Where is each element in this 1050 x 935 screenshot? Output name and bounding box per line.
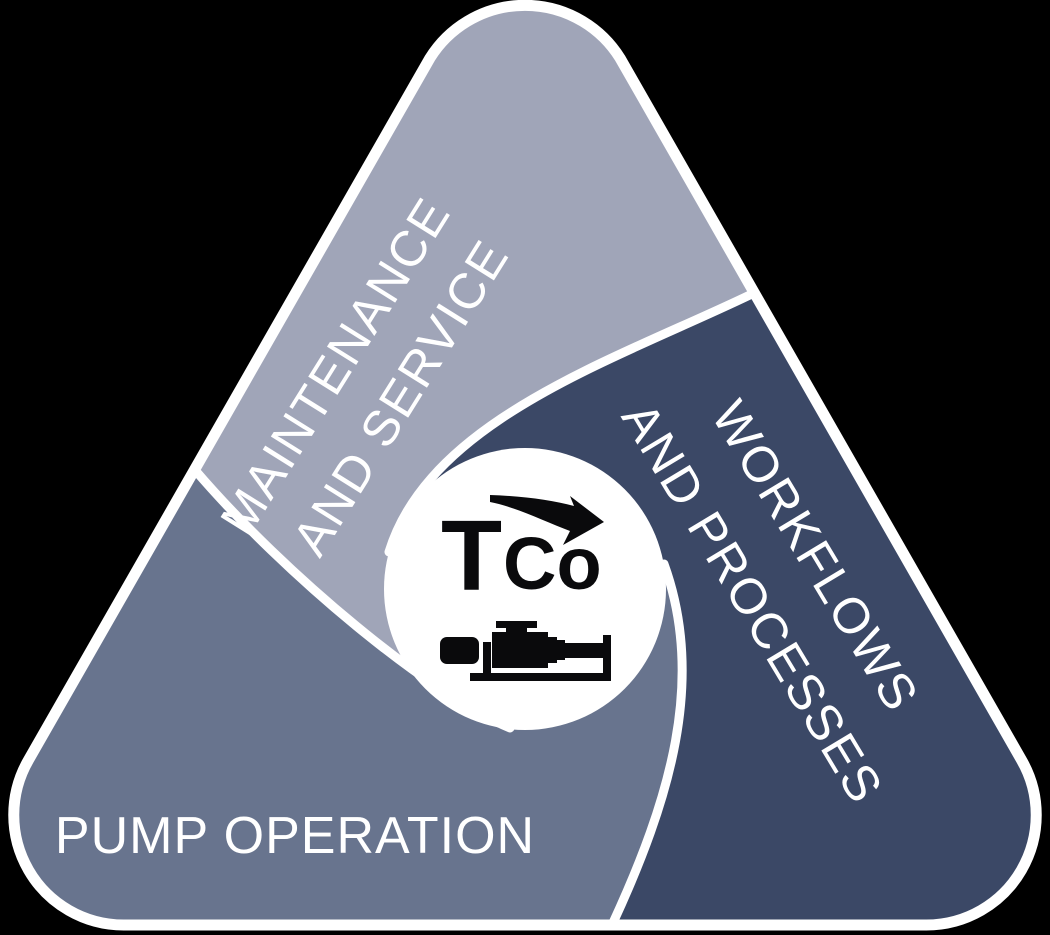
pump-body bbox=[492, 632, 548, 668]
pump-collar-2 bbox=[557, 640, 565, 660]
pump-pipe bbox=[565, 643, 605, 658]
pump-baseplate bbox=[470, 673, 611, 681]
logo-text-t: T bbox=[441, 500, 502, 612]
progressing-cavity-pump-icon bbox=[440, 621, 611, 681]
pump-top-flange bbox=[496, 621, 537, 628]
triangle-outline bbox=[8, 0, 1042, 931]
logo-text-co: Co bbox=[503, 522, 602, 605]
downward-trend-arrow-icon bbox=[490, 495, 604, 545]
pump-motor bbox=[440, 637, 479, 664]
divider-curve-top bbox=[384, 288, 759, 557]
tco-logo: T Co bbox=[441, 495, 604, 612]
pump-end-flange bbox=[603, 635, 611, 678]
pump-collar-1 bbox=[548, 637, 557, 663]
pump-neck bbox=[506, 626, 527, 634]
pump-bracket bbox=[483, 642, 491, 676]
segment-label-pump-operation: PUMP OPERATION bbox=[55, 807, 535, 865]
divider-curve-right bbox=[607, 559, 687, 926]
